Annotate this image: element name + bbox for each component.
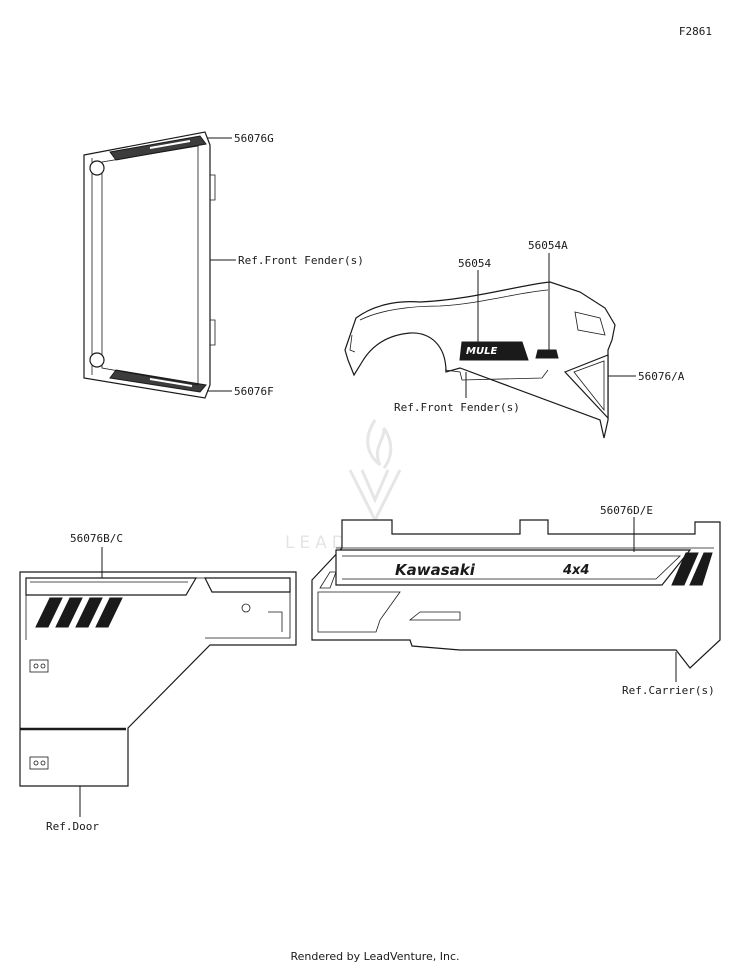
decal-56054	[459, 341, 529, 361]
callout-56076de: 56076D/E	[600, 504, 653, 517]
callout-56076g: 56076G	[234, 132, 274, 145]
callout-ref-door: Ref.Door	[46, 820, 99, 833]
callout-56076a: 56076/A	[638, 370, 685, 383]
front-fender-side: MULE	[344, 281, 616, 439]
decal-56054a	[535, 349, 559, 359]
decal-56076de	[335, 549, 692, 586]
decal-kawasaki-text: Kawasaki	[395, 561, 476, 579]
callout-56054: 56054	[458, 257, 491, 270]
callout-56076f: 56076F	[234, 385, 274, 398]
carrier-side-panel: Kawasaki 4x4	[311, 519, 721, 669]
leadventure-watermark-logo	[348, 419, 402, 524]
decal-56076a	[563, 354, 609, 420]
callout-56054a: 56054A	[528, 239, 568, 252]
decal-56076bc	[25, 577, 198, 596]
footer-credit: Rendered by LeadVenture, Inc.	[290, 950, 460, 963]
door-panel	[19, 571, 297, 787]
decal-mule-text: MULE	[466, 346, 497, 357]
callout-ref-front-fender-2: Ref.Front Fender(s)	[394, 401, 520, 414]
callout-ref-carrier: Ref.Carrier(s)	[622, 684, 715, 697]
callout-ref-front-fender-1: Ref.Front Fender(s)	[238, 254, 364, 267]
decal-4x4-text: 4x4	[562, 563, 589, 578]
front-fender-panel	[83, 131, 216, 399]
figure-code: F2861	[679, 25, 712, 38]
callout-56076bc: 56076B/C	[70, 532, 123, 545]
